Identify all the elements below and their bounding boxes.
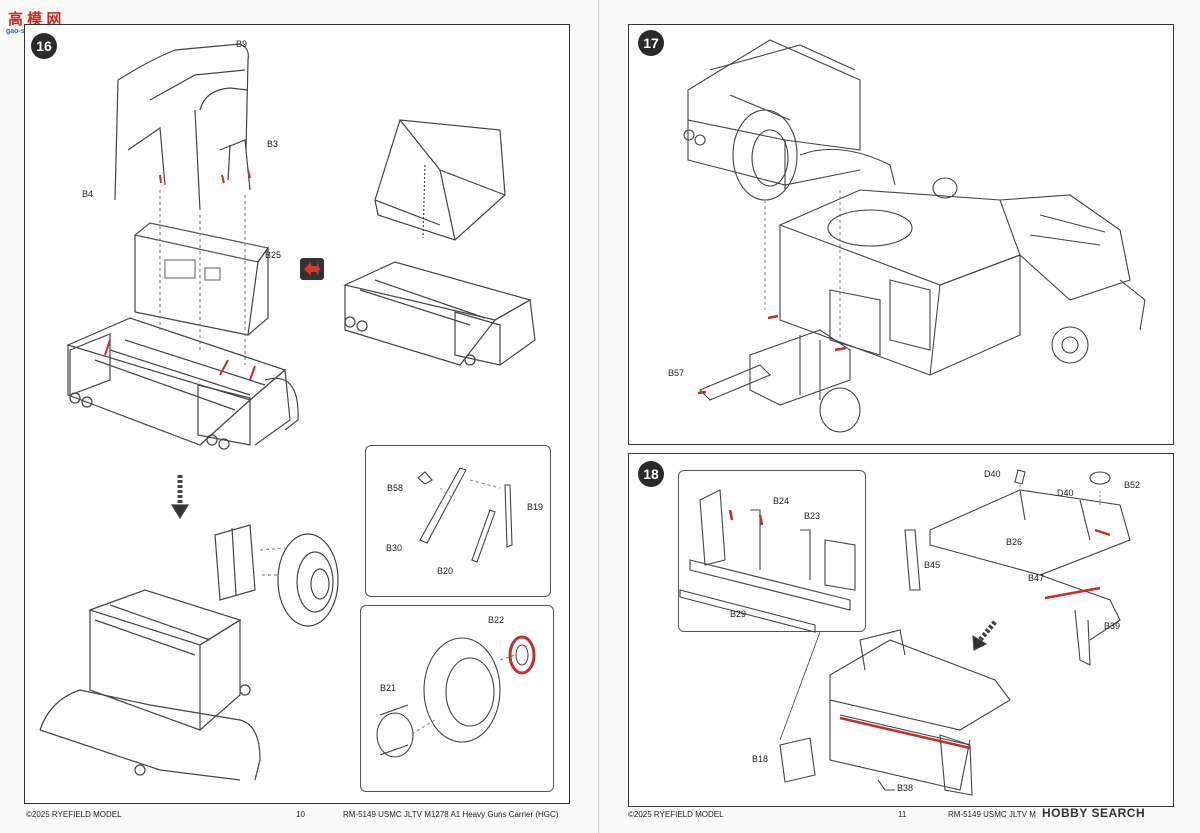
detail-panel-bracket: [365, 445, 551, 597]
label-b19: B19: [527, 502, 544, 512]
detail-drawings: [376, 467, 536, 758]
right-page: 17 18: [600, 0, 1200, 833]
swap-arrow-icon: [300, 258, 324, 280]
label-b24: B24: [773, 496, 790, 506]
label-b45: B45: [924, 560, 941, 570]
label-b29: B29: [730, 609, 747, 619]
label-b58: B58: [387, 483, 404, 493]
label-b18: B18: [752, 754, 769, 764]
step17-panel: [628, 24, 1174, 445]
label-d40-b: D40: [1057, 488, 1074, 498]
label-b22: B22: [488, 615, 505, 625]
footer-product: RM-5149 USMC JLTV M1278 A1 Heavy Guns Ca…: [343, 810, 559, 819]
label-b47: B47: [1028, 573, 1045, 583]
label-d40-a: D40: [984, 469, 1001, 479]
watermark-corner: HOBBY SEARCH: [1042, 806, 1146, 820]
label-b26: B26: [1006, 537, 1023, 547]
label-b23: B23: [804, 511, 821, 521]
step17-18-drawing: [679, 39, 1146, 796]
label-b38: B38: [897, 783, 914, 793]
label-b4: B4: [82, 189, 94, 199]
label-b21: B21: [380, 683, 397, 693]
step-number: 16: [31, 33, 57, 59]
step16-drawing: [39, 43, 536, 781]
step-number: 17: [638, 30, 664, 56]
footer-product: RM-5149 USMC JLTV M: [948, 810, 1036, 819]
footer-page-number: 10: [296, 810, 305, 819]
label-b39: B39: [1104, 621, 1121, 631]
step-number: 18: [638, 461, 664, 487]
footer-copyright: ©2025 RYEFIELD MODEL: [628, 810, 724, 819]
watermark-logo: 高 模 网: [8, 11, 62, 28]
label-b30: B30: [386, 543, 403, 553]
left-page: 高 模 网 gao-shou.com 16: [0, 0, 599, 833]
footer-page-number: 11: [898, 810, 907, 819]
label-b20: B20: [437, 566, 454, 576]
label-b3: B3: [267, 139, 279, 149]
footer-copyright: ©2025 RYEFIELD MODEL: [26, 810, 122, 819]
label-b9: B9: [236, 39, 248, 49]
label-b52: B52: [1124, 480, 1141, 490]
label-b57: B57: [668, 368, 685, 378]
label-b25: B25: [265, 250, 282, 260]
